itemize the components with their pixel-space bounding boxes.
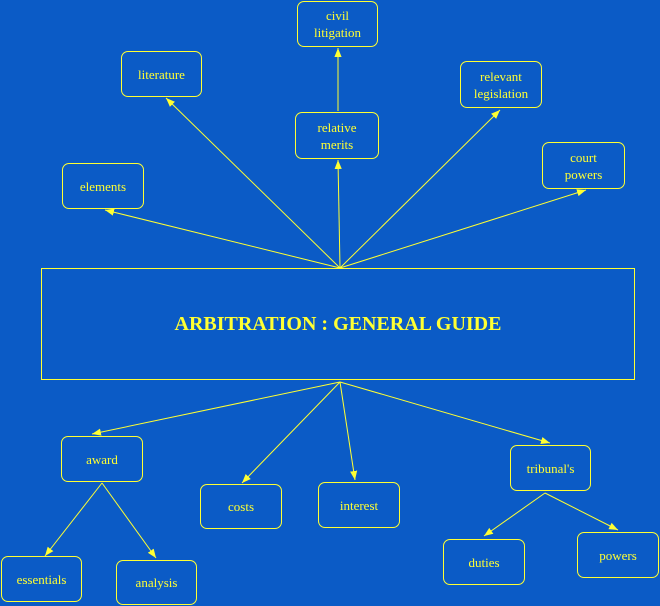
- arrow-to-powers: [544, 492, 619, 531]
- node-elements[interactable]: elements: [62, 163, 144, 209]
- node-duties[interactable]: duties: [443, 539, 525, 585]
- arrow-to-tribunals: [339, 381, 551, 444]
- node-costs[interactable]: costs: [200, 484, 282, 529]
- arrow-to-court-powers: [339, 189, 587, 269]
- node-analysis[interactable]: analysis: [116, 560, 197, 605]
- arrow-to-duties: [483, 492, 546, 537]
- node-powers[interactable]: powers: [577, 532, 659, 578]
- node-essentials[interactable]: essentials: [1, 556, 82, 602]
- node-essentials-label: essentials: [16, 571, 67, 587]
- node-relevant-legislation-label: relevant legislation: [473, 68, 529, 101]
- node-award-label: award: [86, 451, 118, 467]
- node-court-powers[interactable]: court powers: [542, 142, 625, 189]
- node-civil-litigation-label: civil litigation: [314, 8, 361, 40]
- node-tribunals[interactable]: tribunal's: [510, 445, 591, 491]
- arrow-to-relevant-legislation: [339, 109, 501, 269]
- arrow-to-relative-merits: [334, 159, 342, 269]
- node-literature[interactable]: literature: [121, 51, 202, 97]
- node-analysis-label: analysis: [135, 575, 178, 590]
- central-node[interactable]: ARBITRATION : GENERAL GUIDE: [41, 268, 635, 380]
- arrow-to-elements: [104, 208, 341, 269]
- node-award[interactable]: award: [61, 436, 143, 482]
- arrow-to-analysis: [101, 482, 157, 559]
- node-court-powers-label: court powers: [564, 149, 603, 182]
- node-interest-label: interest: [339, 497, 379, 513]
- node-literature-label: literature: [138, 66, 185, 82]
- central-node-label: ARBITRATION : GENERAL GUIDE: [174, 312, 502, 335]
- node-civil-litigation[interactable]: civil litigation: [297, 1, 378, 47]
- node-powers-label: powers: [599, 547, 637, 563]
- arrow-to-essentials: [44, 482, 103, 557]
- arrow-to-costs: [241, 381, 341, 484]
- node-interest[interactable]: interest: [318, 482, 400, 528]
- arrow-to-interest: [339, 381, 358, 481]
- node-elements-label: elements: [79, 178, 127, 194]
- arrow-to-literature: [165, 97, 341, 269]
- arrow-to-award: [91, 381, 341, 436]
- node-relative-merits[interactable]: relative merits: [295, 112, 379, 159]
- node-costs-label: costs: [228, 499, 254, 514]
- node-relative-merits-label: relative merits: [317, 119, 357, 152]
- node-duties-label: duties: [468, 554, 500, 570]
- node-relevant-legislation[interactable]: relevant legislation: [460, 61, 542, 108]
- node-tribunals-label: tribunal's: [526, 460, 575, 476]
